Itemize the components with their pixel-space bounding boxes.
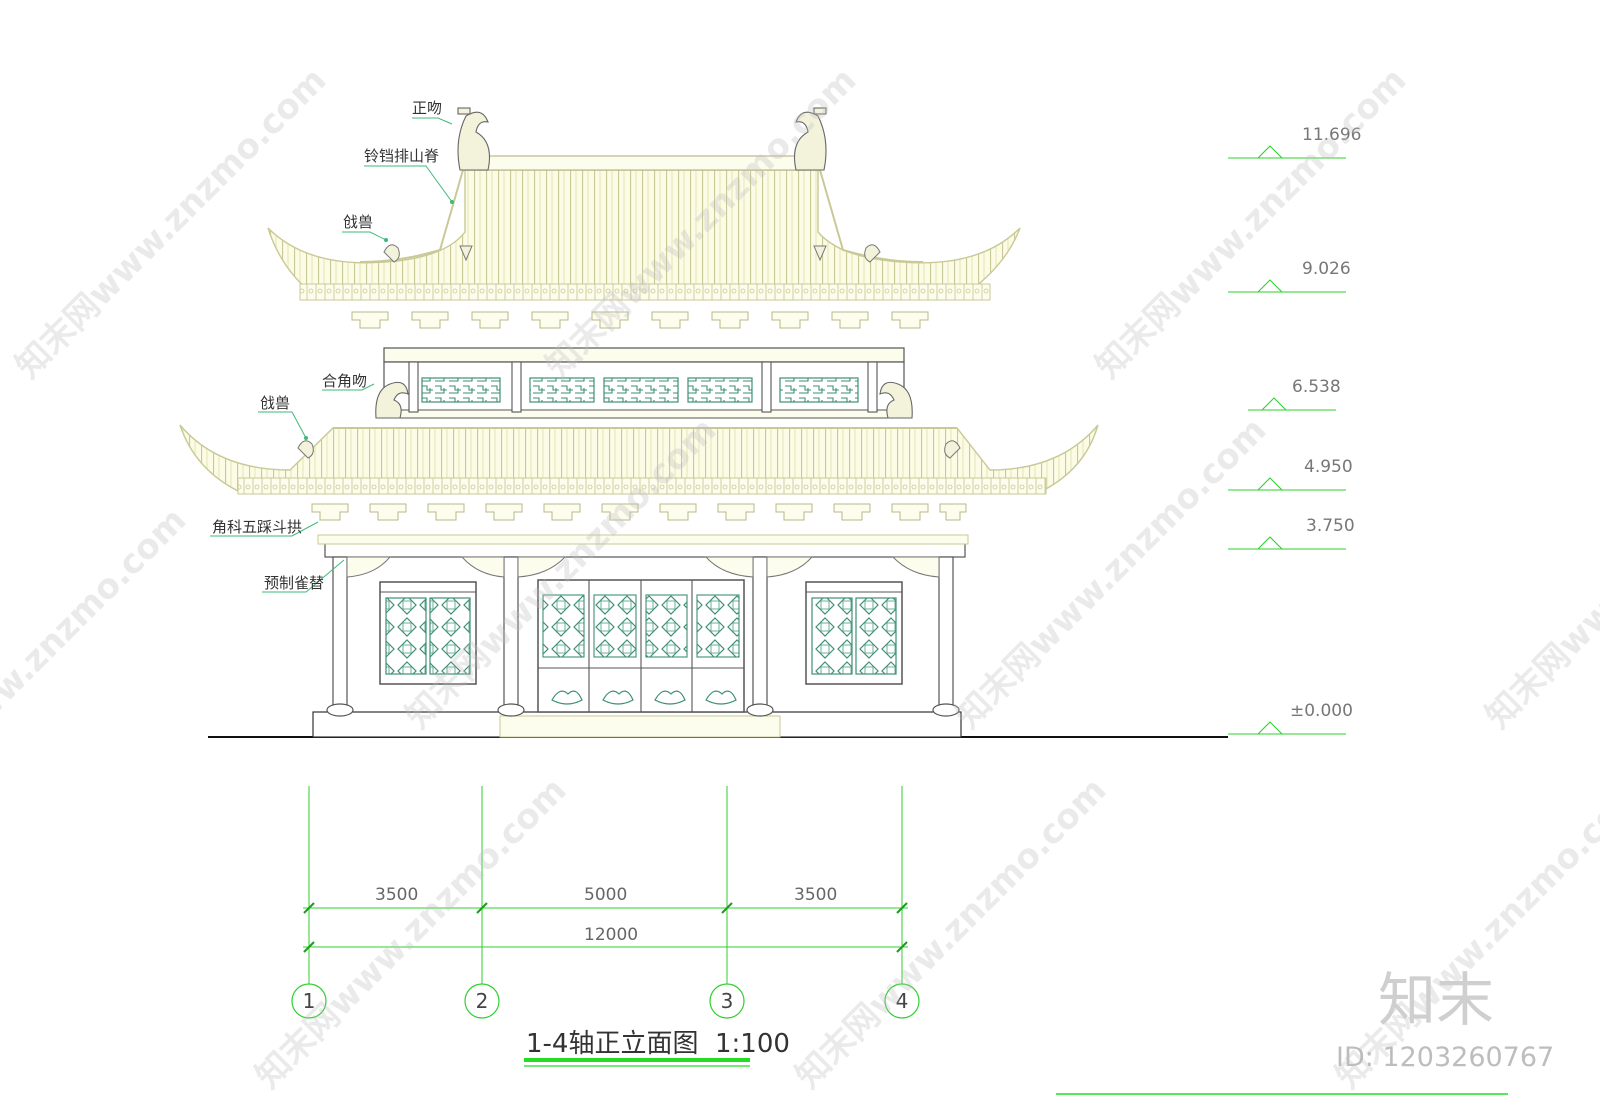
queti bbox=[517, 556, 567, 578]
callout-queti: 预制雀替 bbox=[264, 574, 324, 592]
elevation-markers: 11.696 9.026 6.538 4.950 3.750 ±0.000 bbox=[1228, 125, 1361, 735]
watermark: 知末网www.znzmo.com bbox=[1088, 60, 1414, 386]
callout-qianshou-lower: 戗兽 bbox=[260, 394, 290, 412]
column-base bbox=[746, 703, 774, 717]
watermark: 知末网www.znzmo.com bbox=[8, 60, 334, 386]
callout-qianshou-upper: 戗兽 bbox=[343, 213, 373, 231]
watermark: 知末网www.znzmo.com bbox=[0, 500, 194, 826]
front-steps bbox=[499, 715, 781, 738]
upper-dougong-row bbox=[351, 311, 929, 329]
axis-label: 3 bbox=[721, 989, 734, 1013]
hejiaowen-ornaments bbox=[375, 381, 913, 419]
callouts: 正吻 铃铛排山脊 戗兽 合角吻 戗兽 角科五踩斗拱 预制雀替 bbox=[210, 99, 454, 593]
upper-storey bbox=[375, 347, 913, 419]
callout-paishanji: 铃铛排山脊 bbox=[364, 147, 439, 165]
column bbox=[752, 556, 768, 713]
drawing-title-block: 1-4轴正立面图 1:100 bbox=[524, 1029, 1508, 1095]
watermark: 知末网www.znzmo.com bbox=[948, 410, 1274, 736]
dimension-bay: 3500 bbox=[375, 885, 418, 905]
column-base bbox=[497, 703, 525, 717]
elevation-label: 11.696 bbox=[1302, 125, 1361, 145]
elevation-label: 3.750 bbox=[1306, 516, 1355, 536]
queti bbox=[766, 556, 814, 578]
plinth-beam bbox=[317, 534, 969, 545]
lower-dougong-row bbox=[311, 503, 967, 521]
elevation-label: 9.026 bbox=[1302, 259, 1351, 279]
queti bbox=[346, 556, 392, 578]
column bbox=[938, 556, 954, 713]
right-window bbox=[805, 581, 903, 685]
dimension-bay: 5000 bbox=[584, 885, 627, 905]
axis-label: 2 bbox=[476, 989, 489, 1013]
brand-logo: 知末 bbox=[1378, 966, 1494, 1034]
upper-corner-beasts bbox=[383, 244, 881, 263]
central-doors bbox=[537, 579, 745, 713]
lower-storey bbox=[317, 534, 969, 717]
left-window bbox=[379, 581, 477, 685]
axis-grid: 3500 5000 3500 12000 1 2 3 4 bbox=[291, 786, 920, 1019]
upper-eave-rafters bbox=[299, 283, 991, 301]
elevation-label: 6.538 bbox=[1292, 377, 1341, 397]
lintel-beam bbox=[324, 542, 966, 558]
queti bbox=[891, 556, 940, 578]
callout-dougong: 角科五踩斗拱 bbox=[212, 518, 302, 536]
callout-zhengwen: 正吻 bbox=[412, 99, 442, 117]
branding: 知末 ID: 1203260767 bbox=[1336, 966, 1554, 1073]
lower-eave-rafters bbox=[237, 477, 1047, 495]
dimension-total: 12000 bbox=[584, 925, 638, 945]
gable-ridge bbox=[359, 169, 464, 263]
queti bbox=[460, 556, 505, 578]
column-base bbox=[932, 703, 960, 717]
axis-label: 4 bbox=[896, 989, 909, 1013]
lattice-panels bbox=[421, 377, 859, 403]
lower-roof bbox=[179, 424, 1099, 521]
ground bbox=[208, 711, 1228, 738]
drawing-title: 1-4轴正立面图 1:100 bbox=[526, 1029, 790, 1059]
upper-roof bbox=[267, 107, 1021, 329]
callout-hejiaowen: 合角吻 bbox=[322, 372, 367, 390]
column bbox=[332, 556, 348, 713]
brand-id: ID: 1203260767 bbox=[1336, 1042, 1554, 1073]
axis-label: 1 bbox=[303, 989, 316, 1013]
elevation-label: ±0.000 bbox=[1290, 701, 1353, 721]
column-base bbox=[326, 703, 354, 717]
lower-corner-beasts bbox=[297, 440, 961, 459]
columns bbox=[326, 556, 960, 717]
elevation-label: 4.950 bbox=[1304, 457, 1353, 477]
queti-brackets bbox=[346, 556, 940, 578]
zhengwen-ornaments bbox=[457, 107, 827, 171]
gable-ridge bbox=[819, 169, 924, 263]
watermark: 知末网www.znzmo.com bbox=[788, 770, 1114, 1096]
dimension-bay: 3500 bbox=[794, 885, 837, 905]
queti bbox=[704, 556, 754, 578]
watermark: 知末网www.znzmo.com bbox=[1478, 410, 1600, 736]
